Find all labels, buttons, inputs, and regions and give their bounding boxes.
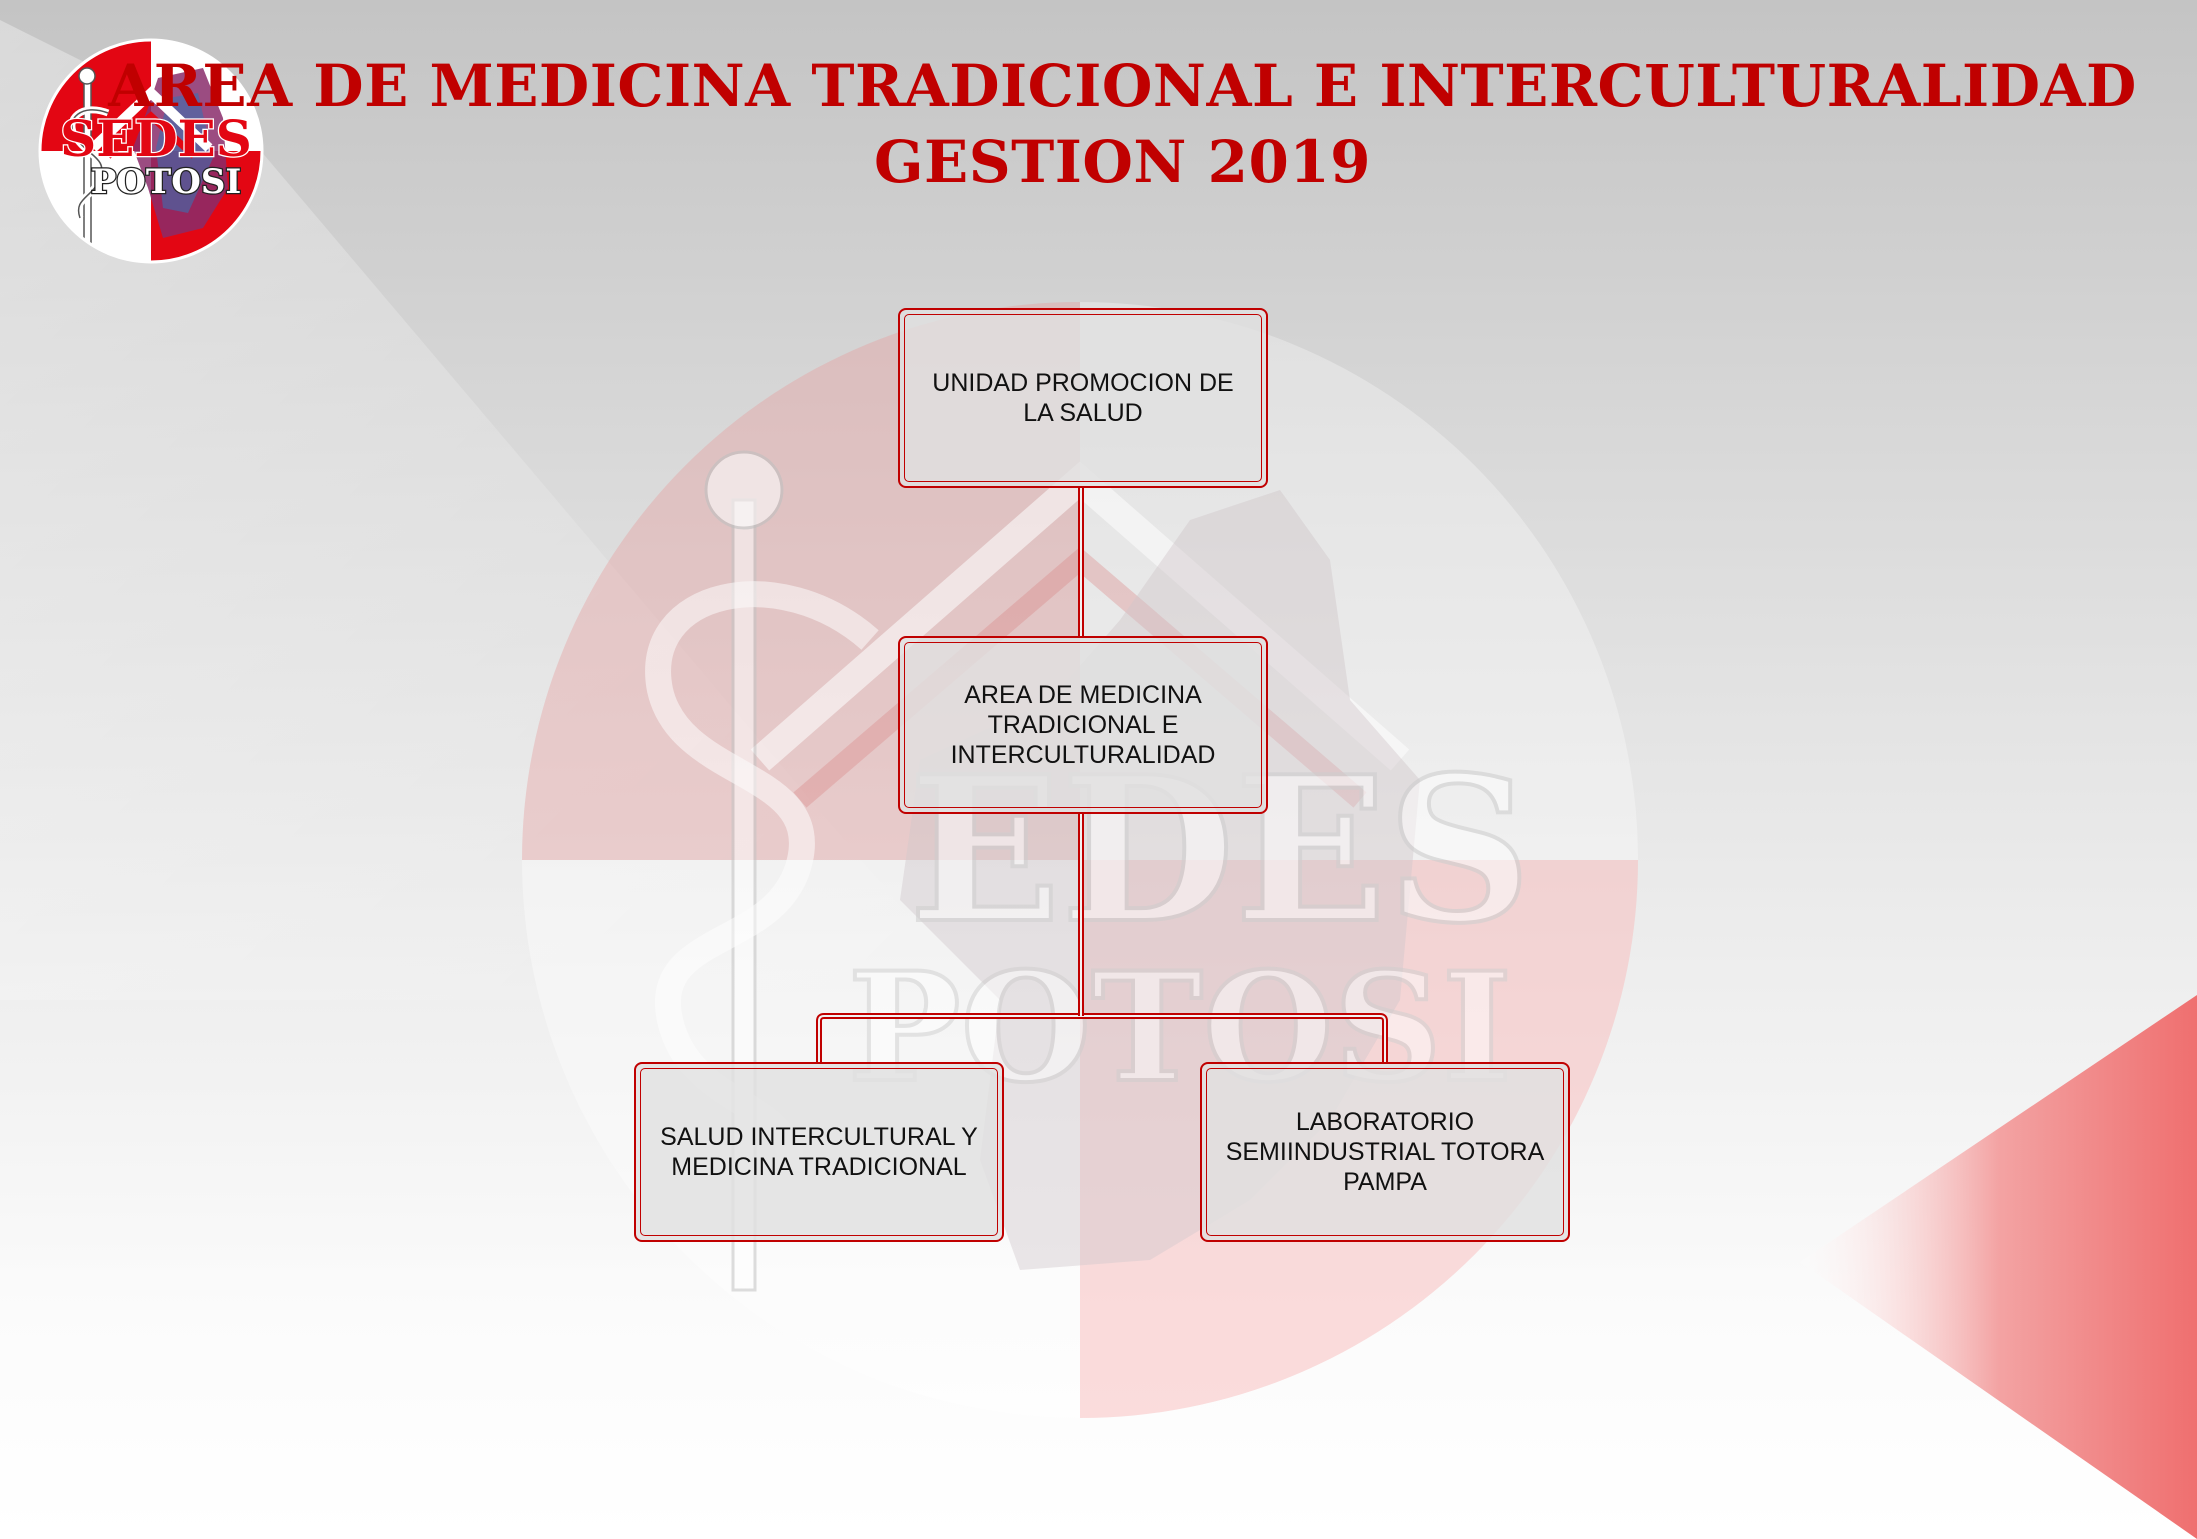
node-unidad-promocion: UNIDAD PROMOCION DE LA SALUD: [898, 308, 1268, 488]
page-subtitle: GESTION 2019: [873, 128, 1372, 196]
edge-n2-n4: [1081, 1013, 1388, 1062]
red-triangle-decoration: [1800, 995, 2197, 1539]
node-laboratorio-totora-pampa: LABORATORIO SEMIINDUSTRIAL TOTORA PAMPA: [1200, 1062, 1570, 1242]
edge-n2-n3: [816, 1013, 1081, 1062]
logo-text-potosi: POTOSI: [91, 162, 242, 202]
node-label: SALUD INTERCULTURAL Y MEDICINA TRADICION…: [660, 1123, 978, 1181]
sedes-potosi-logo: SEDES POTOSI: [38, 38, 264, 264]
node-label: UNIDAD PROMOCION DE LA SALUD: [932, 369, 1234, 427]
page-title: AREA DE MEDICINA TRADICIONAL E INTERCULT…: [108, 52, 2137, 120]
node-area-medicina-tradicional: AREA DE MEDICINA TRADICIONAL E INTERCULT…: [898, 636, 1268, 814]
node-label: LABORATORIO SEMIINDUSTRIAL TOTORA PAMPA: [1225, 1108, 1545, 1196]
node-label: AREA DE MEDICINA TRADICIONAL E INTERCULT…: [950, 681, 1216, 769]
logo-text-sedes: SEDES: [60, 109, 252, 168]
node-salud-intercultural: SALUD INTERCULTURAL Y MEDICINA TRADICION…: [634, 1062, 1004, 1242]
